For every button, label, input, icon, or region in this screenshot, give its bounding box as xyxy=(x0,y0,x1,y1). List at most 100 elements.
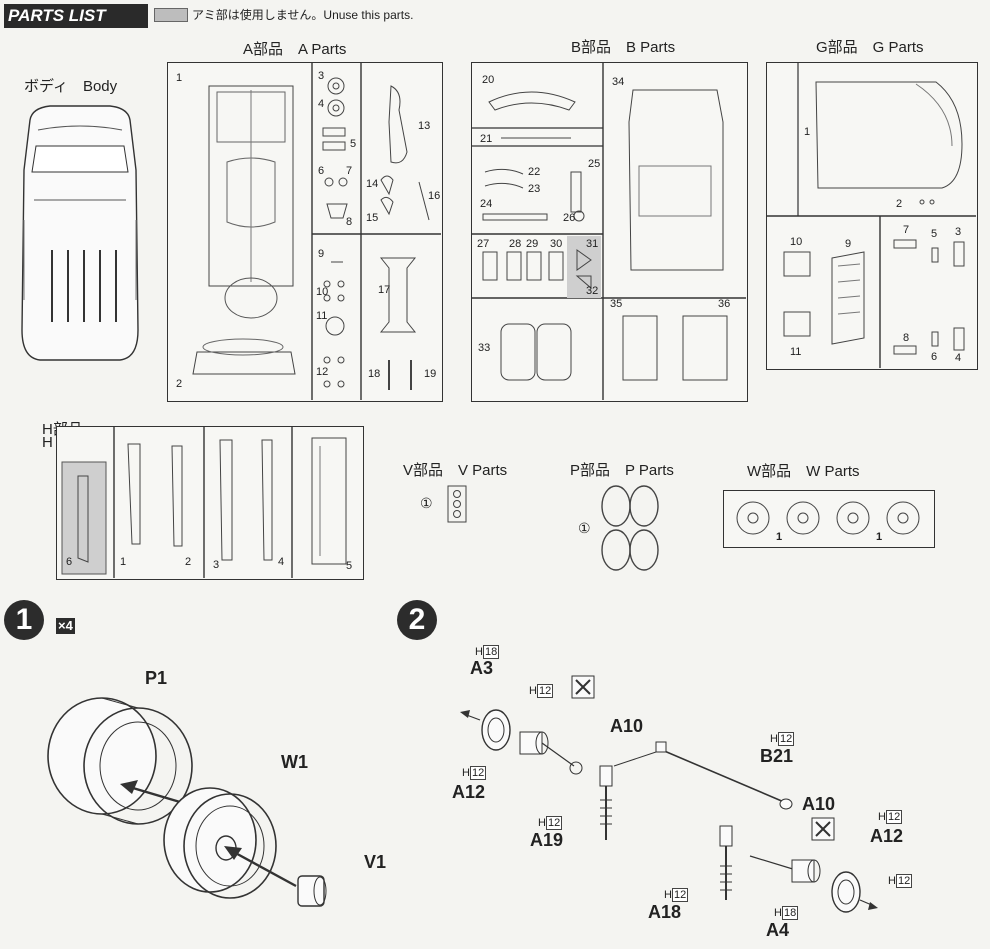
b-part-20: 20 xyxy=(482,74,495,86)
g-part-11: 11 xyxy=(790,346,802,358)
a-part-3: 3 xyxy=(318,70,325,82)
g-part-4: 4 xyxy=(955,352,962,364)
a-part-13: 13 xyxy=(418,120,431,132)
a-parts-title: A部品 A Parts xyxy=(243,41,347,58)
g-part-9: 9 xyxy=(845,238,852,250)
b-part-26: 26 xyxy=(563,212,576,224)
a-part-10: 10 xyxy=(316,286,329,298)
h-part-5: 5 xyxy=(346,560,353,572)
b-part-22: 22 xyxy=(528,166,541,178)
b-part-23: 23 xyxy=(528,183,541,195)
a-part-17: 17 xyxy=(378,284,391,296)
b-part-34: 34 xyxy=(612,76,625,88)
g-parts-sprue-lines xyxy=(766,62,976,368)
b-parts-frame xyxy=(471,62,748,402)
p-parts-tires-drawing xyxy=(601,485,659,571)
a-part-11: 11 xyxy=(316,310,328,322)
h-part-4: 4 xyxy=(278,556,285,568)
h-parts-frame xyxy=(56,426,364,580)
unused-note: アミ部は使用しません。Unuse this parts. xyxy=(192,8,414,22)
h-parts-sprue-lines xyxy=(61,426,347,578)
b-part-31: 31 xyxy=(586,238,599,250)
b-part-28: 28 xyxy=(509,238,522,250)
a-part-8: 8 xyxy=(346,216,353,228)
b-part-33: 33 xyxy=(478,342,491,354)
a-part-12: 12 xyxy=(316,366,329,378)
b-part-21: 21 xyxy=(480,133,493,145)
a-part-18: 18 xyxy=(368,368,381,380)
b-part-32: 32 xyxy=(586,285,599,297)
w-parts-wheels-drawing xyxy=(736,501,920,535)
b-parts-title: B部品 B Parts xyxy=(571,39,676,56)
step-1-label-w1: W1 xyxy=(281,752,308,772)
a-part-2: 2 xyxy=(176,378,183,390)
g-part-1: 1 xyxy=(804,126,811,138)
a-part-6: 6 xyxy=(318,165,325,177)
b-part-25: 25 xyxy=(588,158,601,170)
h-part-6: 6 xyxy=(66,556,73,568)
a-part-5: 5 xyxy=(350,138,357,150)
step-1-label-p1: P1 xyxy=(145,668,168,688)
a-part-19: 19 xyxy=(424,368,437,380)
b-parts-sprue-lines xyxy=(471,62,746,400)
step-2-label-a19: A19 xyxy=(530,830,564,850)
a-part-9: 9 xyxy=(318,248,325,260)
g-part-6: 6 xyxy=(931,351,938,363)
w-parts-title: W部品 W Parts xyxy=(747,463,860,480)
b-part-36: 36 xyxy=(718,298,731,310)
g-part-7: 7 xyxy=(903,224,910,236)
step-1-label-v1: V1 xyxy=(364,852,387,872)
step-2-label-b21: B21 xyxy=(760,746,794,766)
p-parts-marker: ① xyxy=(578,520,591,536)
step-2-label-a10-right: A10 xyxy=(802,794,836,814)
body-label: ボディ Body xyxy=(24,78,118,95)
step-2-label-a10-top: A10 xyxy=(610,716,644,736)
a-part-1: 1 xyxy=(176,72,183,84)
g-part-5: 5 xyxy=(931,228,938,240)
step-1-number: 1 xyxy=(4,600,44,640)
step-2-number: 2 xyxy=(397,600,437,640)
step-1-wheel-assembly-drawing xyxy=(47,697,327,907)
a-parts-sprue-lines xyxy=(192,62,441,400)
h-part-3: 3 xyxy=(213,559,220,571)
g-part-10: 10 xyxy=(790,236,803,248)
a-part-7: 7 xyxy=(346,165,353,177)
h-part-1: 1 xyxy=(120,556,127,568)
v-parts-drawing xyxy=(447,485,467,523)
b-part-30: 30 xyxy=(550,238,563,250)
step-2-label-a12-right: A12 xyxy=(870,826,904,846)
b-part-29: 29 xyxy=(526,238,539,250)
g-part-2: 2 xyxy=(896,198,903,210)
step-2-steering-assembly-drawing xyxy=(460,675,878,913)
b-part-24: 24 xyxy=(480,198,493,210)
g-part-3: 3 xyxy=(955,226,962,238)
b-part-27: 27 xyxy=(477,238,490,250)
step-2-label-a3: A3 xyxy=(470,658,494,678)
step-2-label-a18: A18 xyxy=(648,902,682,922)
step-2-label-a12-left: A12 xyxy=(452,782,486,802)
p-parts-title: P部品 P Parts xyxy=(570,462,674,479)
step-2-label-a4: A4 xyxy=(766,920,790,940)
w-part-1-left: 1 xyxy=(776,531,783,543)
a-part-14: 14 xyxy=(366,178,379,190)
a-parts-frame xyxy=(167,62,443,402)
v-parts-title: V部品 V Parts xyxy=(403,462,508,479)
b-part-35: 35 xyxy=(610,298,623,310)
v-parts-marker: ① xyxy=(420,495,433,511)
g-part-8: 8 xyxy=(903,332,910,344)
step-1-multiplier: ×4 xyxy=(56,618,75,634)
a-part-4: 4 xyxy=(318,98,325,110)
a-part-15: 15 xyxy=(366,212,379,224)
h-part-2: 2 xyxy=(185,556,192,568)
parts-list-title: PARTS LIST xyxy=(4,4,148,28)
g-parts-title: G部品 G Parts xyxy=(816,39,924,56)
unused-swatch xyxy=(154,8,188,22)
